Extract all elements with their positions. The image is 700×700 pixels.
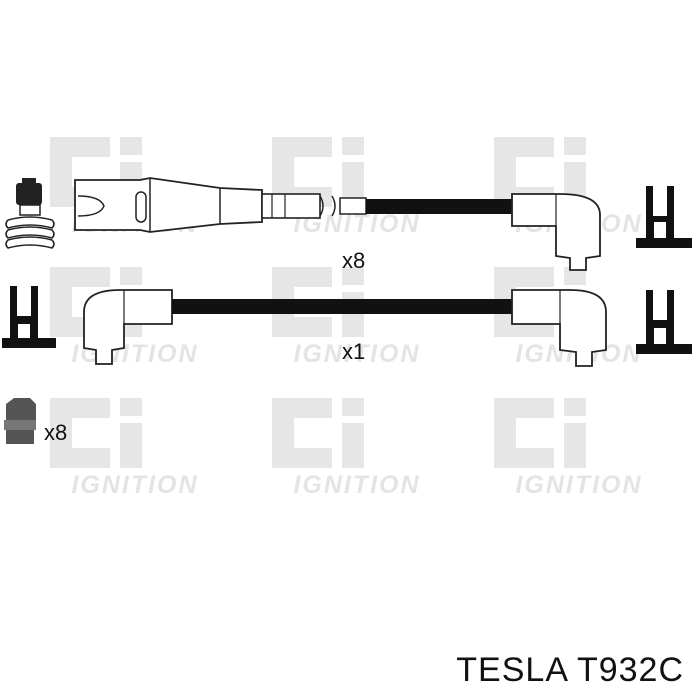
part-caption: TESLA T932C bbox=[456, 651, 684, 689]
boot-quantity: x8 bbox=[44, 420, 68, 445]
top-lead-cable bbox=[366, 199, 514, 214]
middle-lead-cable bbox=[172, 299, 512, 314]
watermark-tile: IGNITION bbox=[484, 393, 674, 503]
watermark-brand: IGNITION bbox=[71, 471, 199, 499]
middle-left-angled-connector-icon bbox=[83, 289, 173, 365]
top-angled-connector-icon bbox=[511, 193, 601, 271]
ci-logo-icon bbox=[50, 398, 142, 468]
watermark-tile: IGNITION bbox=[262, 262, 452, 372]
top-right-distributor-terminal-icon bbox=[636, 186, 692, 248]
small-boot-icon bbox=[4, 398, 36, 444]
watermark-tile: IGNITION bbox=[40, 393, 230, 503]
middle-lead-quantity: x1 bbox=[342, 339, 366, 364]
top-lead-quantity: x8 bbox=[342, 248, 366, 273]
middle-left-distributor-terminal-icon bbox=[2, 286, 56, 348]
ci-logo-icon bbox=[272, 137, 364, 207]
watermark-brand: IGNITION bbox=[293, 340, 421, 368]
straight-plug-connector-icon bbox=[74, 177, 367, 233]
watermark-brand: IGNITION bbox=[293, 471, 421, 499]
middle-right-angled-connector-icon bbox=[511, 289, 607, 367]
ci-logo-icon bbox=[494, 398, 586, 468]
watermark-tile: IGNITION bbox=[262, 393, 452, 503]
middle-right-distributor-terminal-icon bbox=[636, 290, 692, 354]
watermark-brand: IGNITION bbox=[515, 471, 643, 499]
spark-plug-boot-icon bbox=[5, 178, 55, 249]
ci-logo-icon bbox=[272, 398, 364, 468]
